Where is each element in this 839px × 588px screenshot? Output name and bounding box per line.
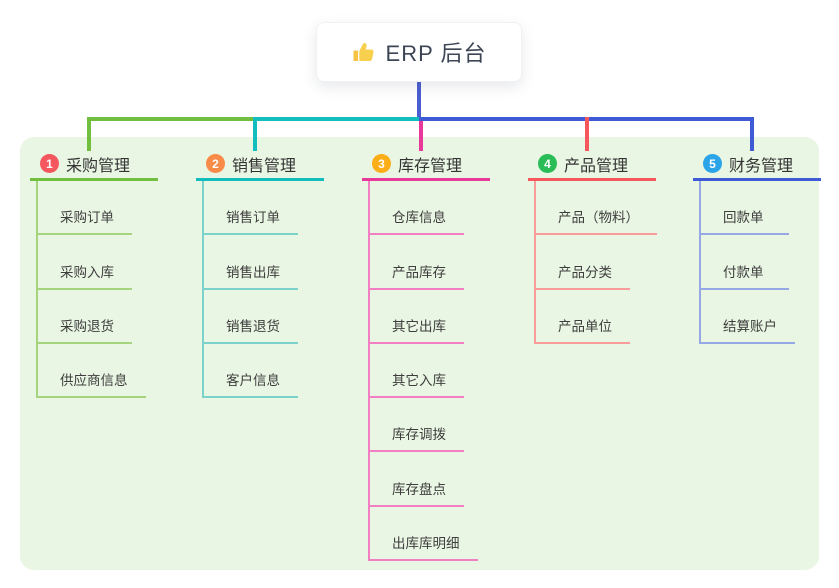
branch-2-children: 销售订单销售出库销售退货客户信息 <box>202 181 298 399</box>
root-label: ERP 后台 <box>385 41 487 66</box>
map-panel <box>20 137 819 570</box>
child-node[interactable]: 付款单 <box>701 235 789 290</box>
branch-label: 采购管理 <box>66 157 131 175</box>
child-node[interactable]: 产品分类 <box>536 235 630 290</box>
child-node[interactable]: 回款单 <box>701 181 789 236</box>
branch-label: 销售管理 <box>232 157 297 175</box>
child-node[interactable]: 结算账户 <box>701 290 795 344</box>
child-node[interactable]: 库存盘点 <box>370 452 464 507</box>
branch-4-children: 产品（物料）产品分类产品单位 <box>534 181 657 344</box>
thumbs-up-icon <box>352 40 376 64</box>
branch-node-3[interactable]: 3 库存管理 <box>362 149 490 181</box>
child-node[interactable]: 产品（物料） <box>536 181 657 236</box>
child-node[interactable]: 出库库明细 <box>370 507 478 562</box>
branch-node-5[interactable]: 5 财务管理 <box>693 149 821 181</box>
root-connector-line <box>417 82 421 121</box>
branch-1-drop-line <box>87 117 91 151</box>
branch-4-drop-line <box>585 117 589 151</box>
branch-1-children: 采购订单采购入库采购退货供应商信息 <box>36 181 146 399</box>
branch-2-connector <box>253 117 423 121</box>
branch-2-drop-line <box>253 117 257 151</box>
child-node[interactable]: 产品单位 <box>536 290 630 344</box>
branch-number-badge: 5 <box>703 154 722 173</box>
branch-label: 库存管理 <box>398 157 463 175</box>
child-node[interactable]: 供应商信息 <box>38 344 146 399</box>
branch-5-drop-line <box>750 117 754 151</box>
branch-number-badge: 2 <box>206 154 225 173</box>
root-node[interactable]: ERP 后台 <box>316 22 522 82</box>
child-node[interactable]: 客户信息 <box>204 344 298 399</box>
branch-number-badge: 1 <box>40 154 59 173</box>
branch-node-1[interactable]: 1 采购管理 <box>30 149 158 181</box>
branch-label: 财务管理 <box>729 157 794 175</box>
child-node[interactable]: 销售出库 <box>204 235 298 290</box>
branch-5-children: 回款单付款单结算账户 <box>699 181 795 344</box>
branch-number-badge: 4 <box>538 154 557 173</box>
child-node[interactable]: 其它出库 <box>370 290 464 344</box>
child-node[interactable]: 产品库存 <box>370 235 464 290</box>
branch-label: 产品管理 <box>564 157 629 175</box>
child-node[interactable]: 其它入库 <box>370 344 464 399</box>
branch-node-4[interactable]: 4 产品管理 <box>528 149 656 181</box>
branch-1-connector <box>87 117 257 121</box>
branch-number-badge: 3 <box>372 154 391 173</box>
child-node[interactable]: 采购入库 <box>38 235 132 290</box>
child-node[interactable]: 库存调拨 <box>370 398 464 453</box>
branch-3-drop-line <box>419 121 423 151</box>
child-node[interactable]: 销售退货 <box>204 290 298 344</box>
child-node[interactable]: 仓库信息 <box>370 181 464 236</box>
branch-node-2[interactable]: 2 销售管理 <box>196 149 324 181</box>
child-node[interactable]: 采购订单 <box>38 181 132 236</box>
child-node[interactable]: 销售订单 <box>204 181 298 236</box>
branch-3-children: 仓库信息产品库存其它出库其它入库库存调拨库存盘点出库库明细 <box>368 181 478 562</box>
child-node[interactable]: 采购退货 <box>38 290 132 344</box>
